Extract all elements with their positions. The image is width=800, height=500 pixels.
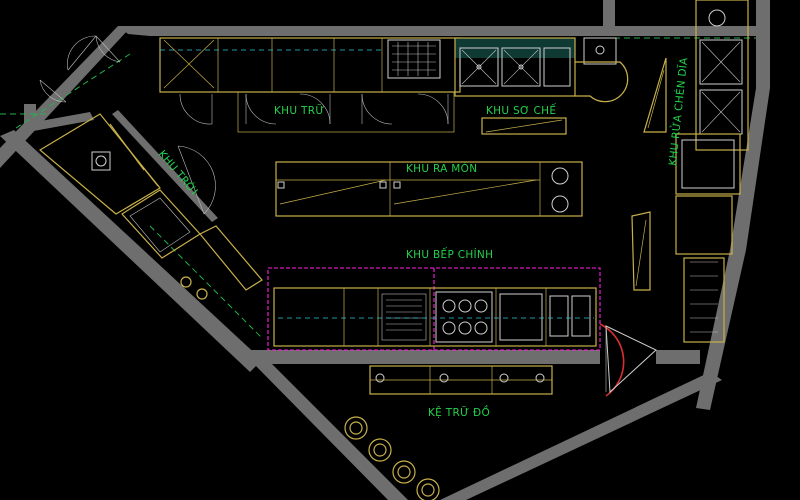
- left-room: [38, 113, 263, 291]
- label-dish-zone: KHU RỬA CHÉN DĨA: [665, 56, 690, 166]
- walls: [0, 0, 770, 500]
- zone-labels: KHU TRỮ KHU SƠ CHẾ KHU RA MÓN KHU BẾP CH…: [156, 56, 691, 419]
- zone-boundaries: [0, 37, 756, 339]
- service-counter: [275, 161, 583, 217]
- label-misc-zone: KHU TRỜI: [156, 148, 201, 198]
- prep-rack: [481, 117, 567, 135]
- round-drums: [180, 276, 440, 500]
- storage-shelf: [369, 365, 553, 395]
- label-storage-zone: KHU TRỮ: [274, 104, 325, 117]
- prep-sinks: [454, 37, 629, 103]
- label-service-zone: KHU RA MÓN: [406, 162, 477, 175]
- dishwash-area: [631, 0, 749, 343]
- label-prep-zone: KHU SƠ CHẾ: [486, 103, 556, 117]
- storage-counter: [159, 37, 461, 93]
- cooking-line: [267, 267, 601, 351]
- storage-doors: [179, 91, 455, 133]
- entry-doors: [39, 35, 121, 103]
- label-main-kitchen: KHU BẾP CHÍNH: [406, 247, 493, 261]
- kitchen-door: [599, 323, 657, 397]
- label-storage-shelf: KỆ TRỮ ĐỒ: [428, 405, 490, 419]
